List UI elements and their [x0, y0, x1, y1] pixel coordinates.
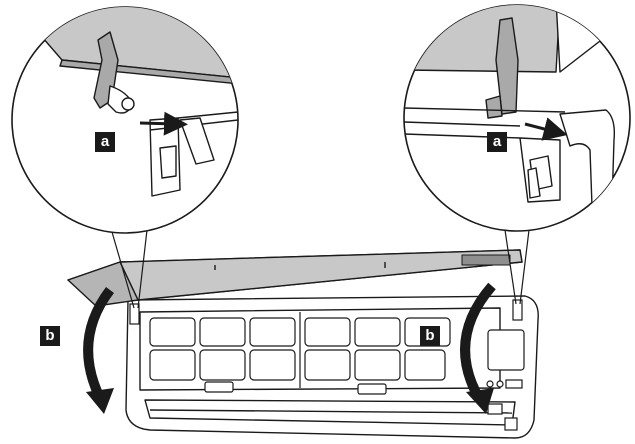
control-panel [486, 329, 525, 431]
rotation-arrow-left [83, 286, 115, 414]
callout-b-left: b [40, 326, 60, 346]
rotation-arrow-right [460, 282, 496, 414]
magnifier-left [11, 6, 239, 234]
callout-a-left: a [95, 132, 115, 152]
magnifier-right [403, 4, 631, 232]
air-filter-grid [149, 312, 451, 395]
callout-lines [111, 229, 530, 309]
callout-b-right: b [420, 326, 440, 346]
callout-a-right: a [487, 132, 507, 152]
hinge-tabs [129, 299, 523, 325]
front-panel [67, 249, 523, 307]
